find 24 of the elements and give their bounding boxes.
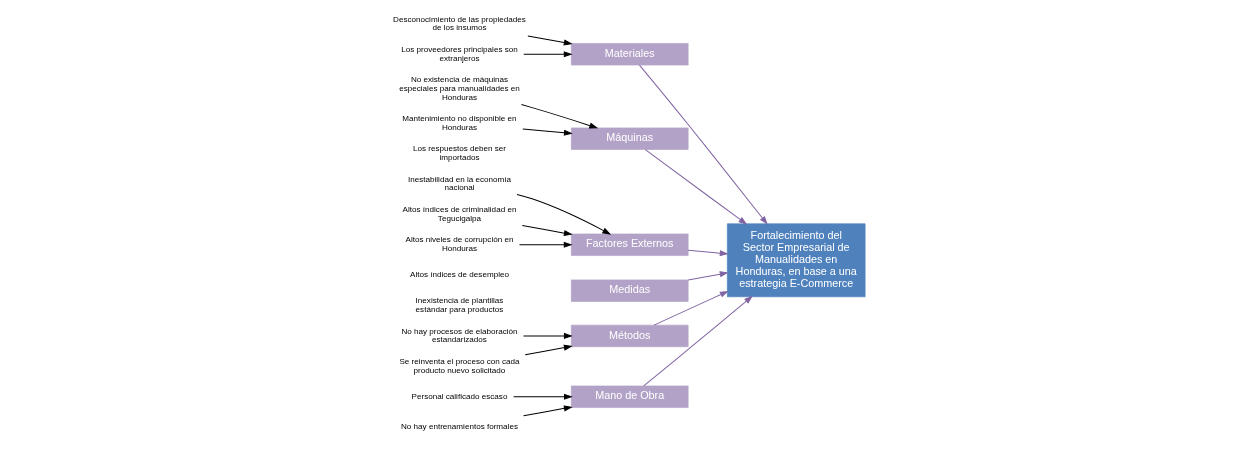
arrow xyxy=(516,193,611,235)
arrow xyxy=(644,148,747,225)
arrow xyxy=(687,270,729,281)
arrow xyxy=(638,64,768,225)
arrow xyxy=(653,290,729,326)
arrow xyxy=(518,241,573,248)
arrow xyxy=(522,404,573,416)
node-box: Mano de Obra xyxy=(570,385,688,408)
arrow xyxy=(522,332,573,339)
node-box: Materiales xyxy=(570,42,688,65)
arrow xyxy=(687,249,729,256)
arrow xyxy=(512,393,573,400)
arrow xyxy=(524,344,573,355)
arrow xyxy=(642,295,753,386)
arrow xyxy=(522,50,573,57)
node-box: Máquinas xyxy=(570,127,688,150)
arrow xyxy=(526,35,573,46)
node-box: Medidas xyxy=(570,279,688,302)
arrow xyxy=(520,103,598,128)
arrow xyxy=(521,127,573,136)
arrow xyxy=(521,224,573,236)
node-box: Métodos xyxy=(570,324,688,347)
node-box: Factores Externos xyxy=(570,233,688,256)
node-box: Fortalecimiento del Sector Empresarial de Manualidades en Honduras, en base a una estrategia E-Commerce xyxy=(726,222,865,297)
